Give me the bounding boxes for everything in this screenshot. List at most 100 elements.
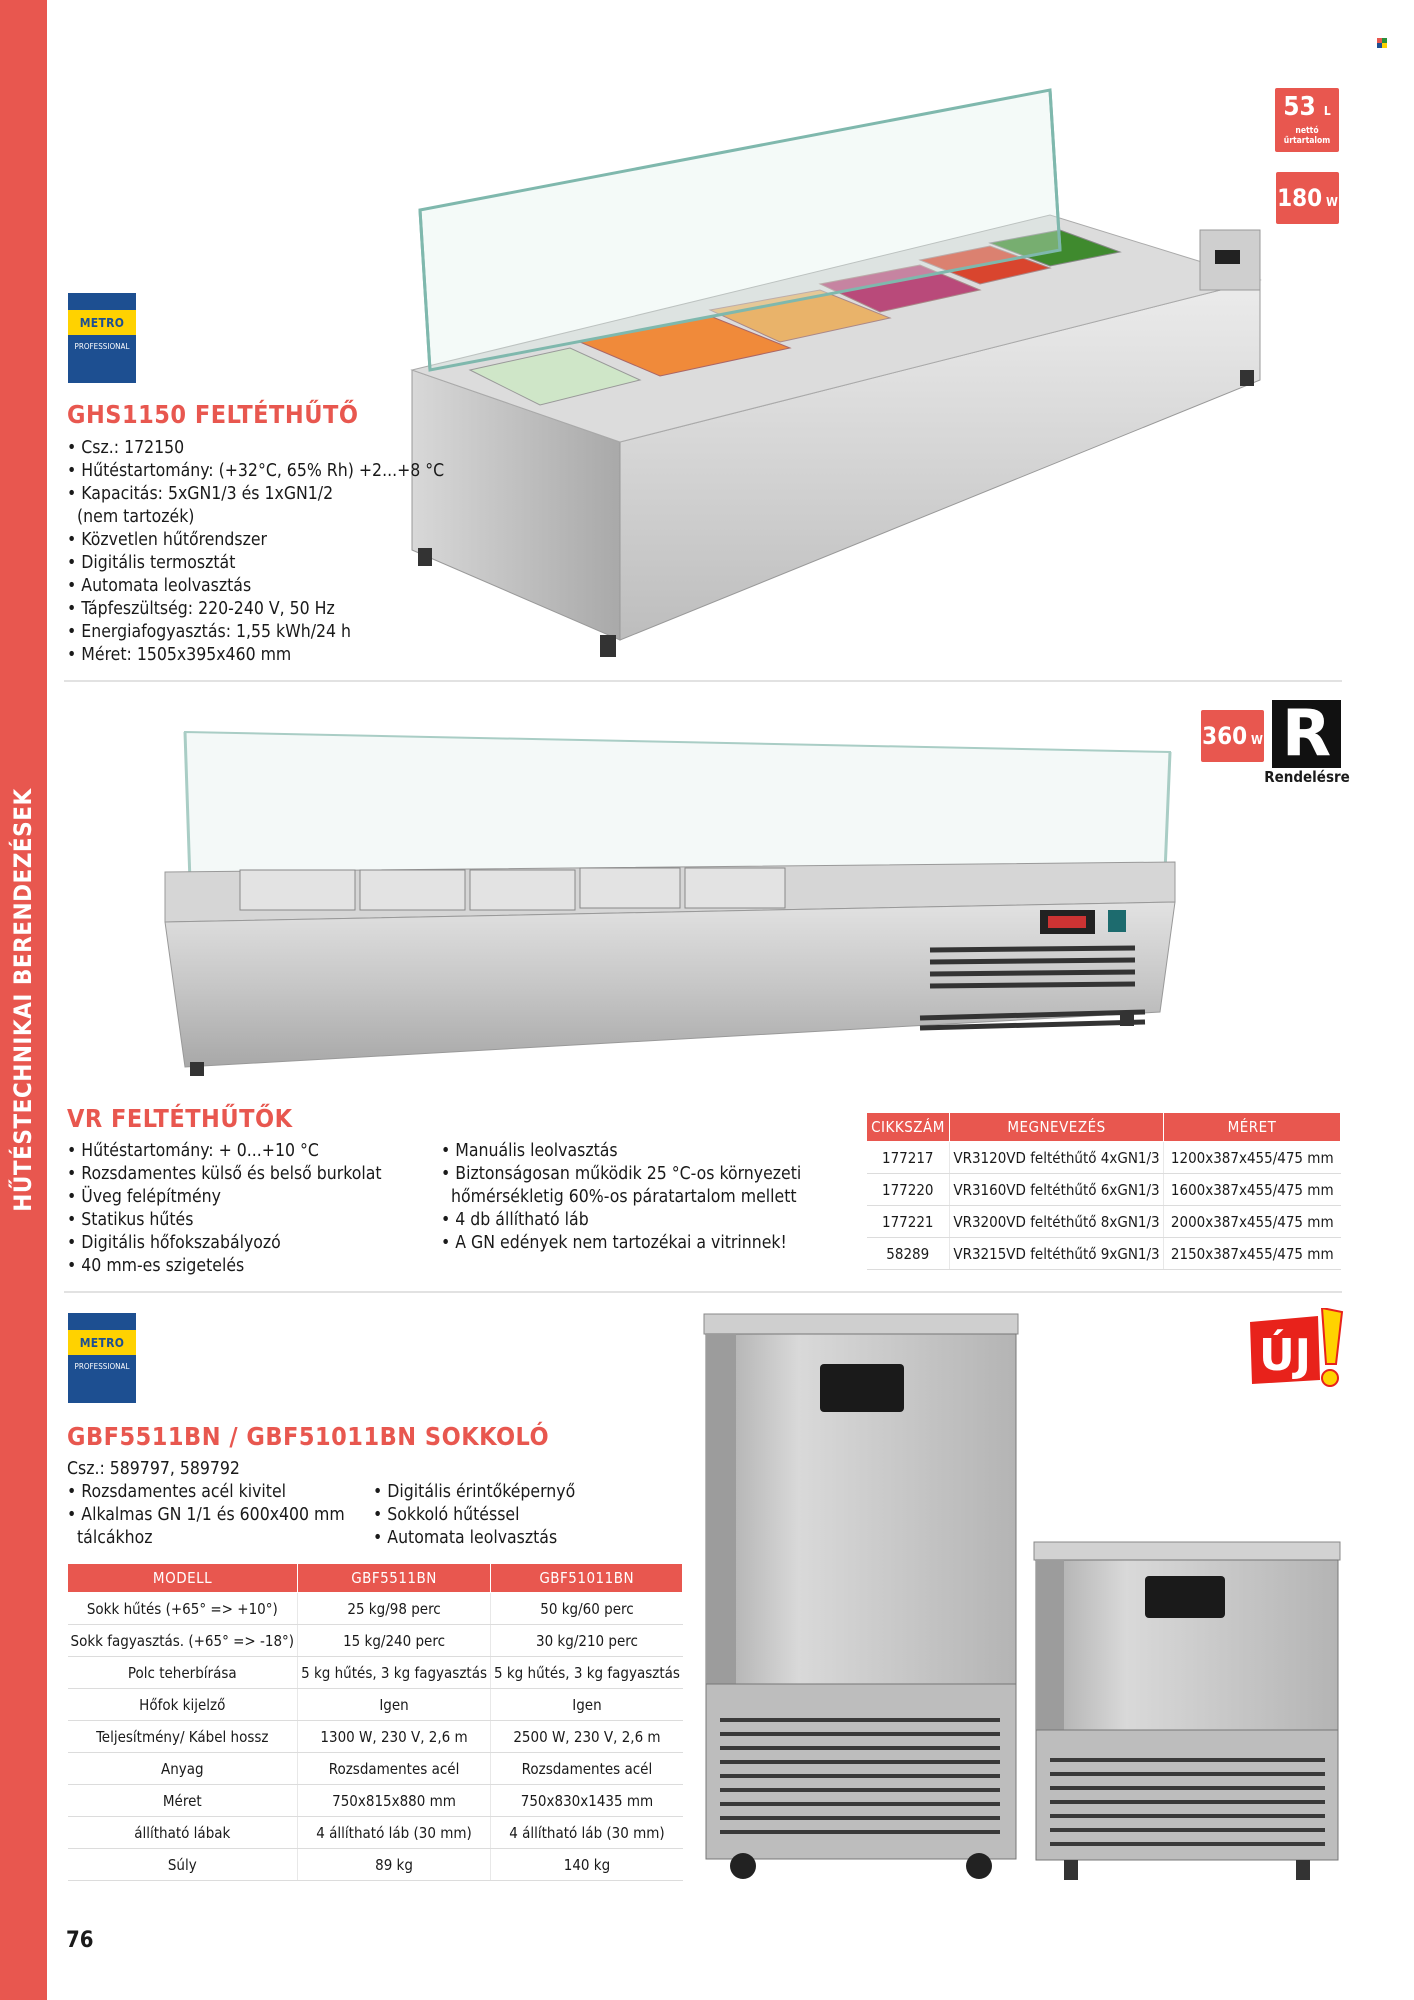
new-badge-icon: ÚJ [1250, 1306, 1345, 1390]
table-cell: 750x815x880 mm [297, 1784, 491, 1817]
feature-item: Csz.: 172150 [67, 437, 444, 460]
product1-features: Csz.: 172150 Hűtéstartomány: (+32°C, 65%… [67, 437, 444, 667]
table-header-row: CIKKSZÁM MEGNEVEZÉS MÉRET [866, 1112, 1341, 1142]
feature-item: Hűtéstartomány: (+32°C, 65% Rh) +2...+8 … [67, 460, 444, 483]
table-cell: 750x830x1435 mm [490, 1784, 683, 1817]
table-cell: VR3200VD feltéthűtő 8xGN1/3 [949, 1205, 1164, 1238]
feature-item-continuation: (nem tartozék) [77, 507, 195, 527]
divider [64, 1291, 1342, 1293]
table-cell: 15 kg/240 perc [297, 1624, 491, 1657]
table-cell: Súly [67, 1848, 299, 1881]
feature-item: Üveg felépítmény [67, 1186, 382, 1209]
divider [64, 680, 1342, 682]
table-cell: 1200x387x455/475 mm [1163, 1141, 1341, 1174]
gbf51011bn-product-image [700, 1310, 1022, 1888]
feature-item-continuation: hőmérsékletig 60%-os páratartalom mellet… [451, 1187, 797, 1207]
feature-item: Energiafogyasztás: 1,55 kWh/24 h [67, 621, 444, 644]
feature-item: Közvetlen hűtőrendszer [67, 529, 444, 552]
feature-item: Automata leolvasztás [373, 1527, 575, 1550]
sokkolo-spec-table: MODELL GBF5511BN GBF51011BN Sokk hűtés (… [66, 1563, 684, 1881]
table-cell: 1300 W, 230 V, 2,6 m [297, 1720, 491, 1753]
table-row: 177220 VR3160VD feltéthűtő 6xGN1/3 1600x… [866, 1173, 1341, 1206]
table-cell: 89 kg [297, 1848, 491, 1881]
table-cell: Igen [297, 1688, 491, 1721]
table-cell: 2150x387x455/475 mm [1163, 1237, 1341, 1270]
column-header: GBF51011BN [489, 1563, 684, 1593]
product-title: GHS1150 FELTÉTHŰTŐ [67, 400, 359, 429]
table-cell: 4 állítható láb (30 mm) [490, 1816, 683, 1849]
table-header-row: MODELL GBF5511BN GBF51011BN [66, 1563, 684, 1593]
table-cell: 58289 [866, 1237, 950, 1270]
table-cell: Méret [67, 1784, 299, 1817]
feature-item: Automata leolvasztás [67, 575, 444, 598]
table-cell: Teljesítmény/ Kábel hossz [67, 1720, 299, 1753]
svg-text:ÚJ: ÚJ [1259, 1328, 1311, 1381]
product-code: Csz.: 589797, 589792 [67, 1459, 240, 1479]
table-cell: VR3215VD feltéthűtő 9xGN1/3 [949, 1237, 1164, 1270]
table-cell: Hőfok kijelző [67, 1688, 299, 1721]
product3-features-left: Rozsdamentes acél kivitel Alkalmas GN 1/… [67, 1481, 345, 1550]
feature-item: A GN edények nem tartozékai a vitrinnek! [441, 1232, 801, 1255]
column-header: MÉRET [1163, 1112, 1341, 1142]
volume-badge: 53 L nettó űrtartalom [1275, 88, 1339, 152]
table-cell: Rozsdamentes acél [490, 1752, 683, 1785]
feature-item: Manuális leolvasztás [441, 1140, 801, 1163]
product-title: VR FELTÉTHŰTŐK [67, 1104, 293, 1133]
feature-item-continuation: tálcákhoz [77, 1528, 153, 1548]
table-cell: 30 kg/210 perc [490, 1624, 683, 1657]
table-row: 177221 VR3200VD feltéthűtő 8xGN1/3 2000x… [866, 1205, 1341, 1238]
table-cell: 140 kg [490, 1848, 683, 1881]
feature-item: Hűtéstartomány: + 0...+10 °C [67, 1140, 382, 1163]
table-cell: Rozsdamentes acél [297, 1752, 491, 1785]
ghs1150-product-image [410, 80, 1270, 670]
column-header: CIKKSZÁM [866, 1112, 950, 1142]
product3-features-right: Digitális érintőképernyő Sokkoló hűtésse… [373, 1481, 575, 1550]
table-cell: 177217 [866, 1141, 950, 1174]
table-cell: VR3160VD feltéthűtő 6xGN1/3 [949, 1173, 1164, 1206]
power-badge-360: 360 W [1201, 710, 1264, 762]
table-cell: VR3120VD feltéthűtő 4xGN1/3 [949, 1141, 1164, 1174]
table-row: 58289 VR3215VD feltéthűtő 9xGN1/3 2150x3… [866, 1237, 1341, 1270]
vr-spec-table: CIKKSZÁM MEGNEVEZÉS MÉRET 177217 VR3120V… [866, 1112, 1341, 1270]
column-header: GBF5511BN [297, 1563, 491, 1593]
table-row: Sokk fagyasztás. (+65° => -18°)15 kg/240… [67, 1624, 683, 1657]
corner-logo-icon [1377, 38, 1387, 48]
table-cell: Sokk hűtés (+65° => +10°) [67, 1592, 299, 1625]
table-cell: 5 kg hűtés, 3 kg fagyasztás [490, 1656, 683, 1689]
table-cell: 177221 [866, 1205, 950, 1238]
metro-logo: METRO PROFESSIONAL [68, 293, 136, 383]
power-badge-180: 180 W [1276, 172, 1339, 224]
column-header: MODELL [66, 1563, 299, 1593]
column-header: MEGNEVEZÉS [949, 1112, 1164, 1142]
feature-item: Biztonságosan működik 25 °C-os környezet… [441, 1163, 801, 1186]
table-cell: 2500 W, 230 V, 2,6 m [490, 1720, 683, 1753]
feature-item: Digitális termosztát [67, 552, 444, 575]
product2-features-right: Manuális leolvasztás Biztonságosan működ… [441, 1140, 801, 1255]
table-cell: Anyag [67, 1752, 299, 1785]
vr-product-image [160, 722, 1190, 1082]
feature-item: Rozsdamentes külső és belső burkolat [67, 1163, 381, 1186]
feature-item: Alkalmas GN 1/1 és 600x400 mm [67, 1504, 344, 1527]
feature-item: 40 mm-es szigetelés [67, 1255, 382, 1278]
metro-logo: METRO PROFESSIONAL [68, 1313, 136, 1403]
feature-item: Sokkoló hűtéssel [373, 1504, 575, 1527]
gbf5511bn-product-image [1030, 1538, 1346, 1890]
section-label: HŰTÉSTECHNIKAI BERENDEZÉSEK [9, 788, 37, 1212]
table-row: Polc teherbírása 5 kg hűtés, 3 kg fagyasz… [67, 1656, 683, 1689]
product-title: GBF5511BN / GBF51011BN SOKKOLÓ [67, 1422, 550, 1451]
order-badge-icon: R [1272, 700, 1341, 768]
table-cell: Polc teherbírása [67, 1656, 299, 1689]
table-row: 177217 VR3120VD feltéthűtő 4xGN1/3 1200x… [866, 1141, 1341, 1174]
table-cell: állítható lábak [67, 1816, 299, 1849]
table-cell: 177220 [866, 1173, 950, 1206]
feature-item: Digitális érintőképernyő [373, 1481, 575, 1504]
table-cell: 4 állítható láb (30 mm) [297, 1816, 491, 1849]
product2-features-left: Hűtéstartomány: + 0...+10 °C Rozsdamente… [67, 1140, 382, 1278]
feature-item: Tápfeszültség: 220-240 V, 50 Hz [67, 598, 444, 621]
